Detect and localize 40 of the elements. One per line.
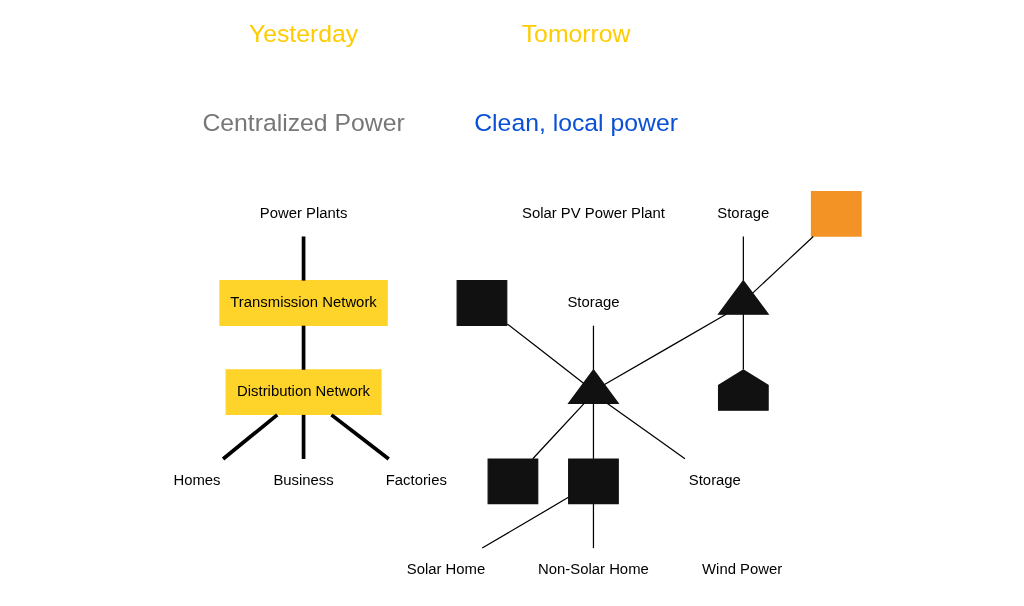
connector (481, 496, 570, 549)
connector (221, 413, 279, 461)
connector (606, 402, 686, 460)
node-text: Storage (688, 472, 741, 489)
connector (752, 235, 814, 294)
label: Yesterday (248, 19, 359, 47)
connector (532, 402, 585, 460)
node-box: Distribution Network (225, 369, 382, 416)
connector (506, 323, 585, 384)
node-text: Power Plants (259, 204, 348, 221)
node-text: Solar Home (406, 561, 486, 578)
label: Tomorrow (521, 19, 631, 47)
node-box (456, 280, 508, 326)
node-triangle (717, 279, 770, 315)
node-text: Factories (385, 472, 447, 489)
connector (592, 325, 595, 371)
connector (330, 413, 390, 461)
connector (742, 235, 744, 282)
node-box (487, 458, 539, 505)
node-box (810, 190, 862, 237)
node-text: Business (273, 472, 334, 489)
node-box (568, 458, 619, 505)
node-text: Solar PV Power Plant (522, 204, 665, 221)
connector (603, 313, 727, 386)
connector (592, 503, 595, 549)
connector (301, 325, 306, 370)
node-box: Transmission Network (219, 280, 388, 326)
node-text: Storage (717, 204, 770, 221)
node-text: Wind Power (702, 561, 783, 578)
node-text: Storage (567, 293, 620, 310)
connector (592, 402, 595, 460)
node-text: Homes (173, 472, 221, 489)
connector (301, 414, 306, 459)
connector (742, 313, 744, 371)
node-text: Non-Solar Home (538, 561, 649, 578)
node-house (717, 369, 769, 411)
node-triangle (567, 368, 620, 404)
label: Centralized Power (202, 108, 405, 136)
label: Clean, local power (474, 108, 678, 136)
connector (301, 236, 306, 281)
